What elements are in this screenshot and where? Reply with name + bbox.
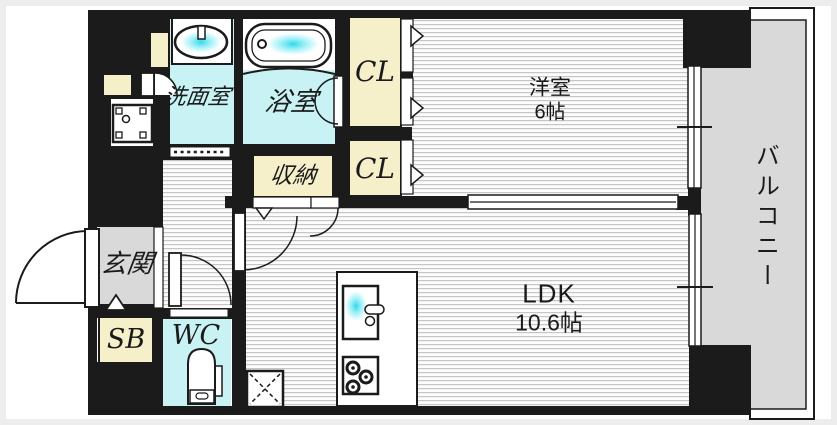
washroom-sliding-door (169, 146, 231, 158)
bathroom-floor-curve (242, 67, 336, 75)
ldk-entry-door (309, 196, 340, 237)
window-ldk (677, 213, 713, 347)
shoe-box-label: SB (106, 323, 146, 355)
closet-doors (400, 18, 425, 195)
toilet-label: WC (171, 319, 221, 351)
western-room-name: 洋室 (529, 76, 571, 100)
entrance-floor (97, 227, 155, 307)
refrigerator-space-icon (245, 369, 285, 409)
window-western-room (677, 65, 712, 189)
toilet-icon (187, 347, 223, 405)
stove-icon (341, 355, 380, 396)
kitchen-sink-icon (341, 284, 385, 341)
balcony-floor (699, 19, 807, 410)
washroom-door (140, 72, 178, 97)
western-room-label: 洋室 6帖 (529, 75, 571, 124)
western-room-size: 6帖 (534, 101, 566, 124)
western-room-floor (412, 19, 689, 196)
storage-label: 収納 (268, 162, 318, 189)
closet-bottom-label: CL (354, 152, 396, 186)
pipe-space-a (151, 33, 168, 67)
bathroom-door (314, 75, 344, 128)
hallway-ldk-door (233, 212, 298, 272)
pipe-space-b (104, 75, 131, 95)
sliding-door-partition (467, 194, 679, 210)
washer-pan-icon (111, 99, 154, 146)
entrance-door (15, 228, 100, 308)
entrance-step-mark (104, 293, 128, 311)
ldk-floor (246, 208, 689, 406)
washroom-label: 洗面室 (162, 83, 232, 109)
shoe-box-area (98, 316, 154, 364)
entrance-label: 玄関 (98, 248, 156, 279)
bathroom-label: 浴室 (262, 86, 320, 117)
storage-area (252, 154, 334, 198)
ldk-label: LDK 10.6帖 (515, 279, 583, 338)
bathtub-icon (244, 22, 333, 69)
entrance-step-strip (153, 226, 164, 309)
wc-door (168, 252, 232, 318)
balcony-label: バルコニー (751, 143, 779, 293)
ldk-name: LDK (522, 278, 576, 309)
ldk-size: 10.6帖 (515, 309, 583, 336)
closet-top-label: CL (354, 55, 396, 89)
vanity-sink-icon (171, 17, 233, 65)
closet-areas (98, 16, 402, 364)
